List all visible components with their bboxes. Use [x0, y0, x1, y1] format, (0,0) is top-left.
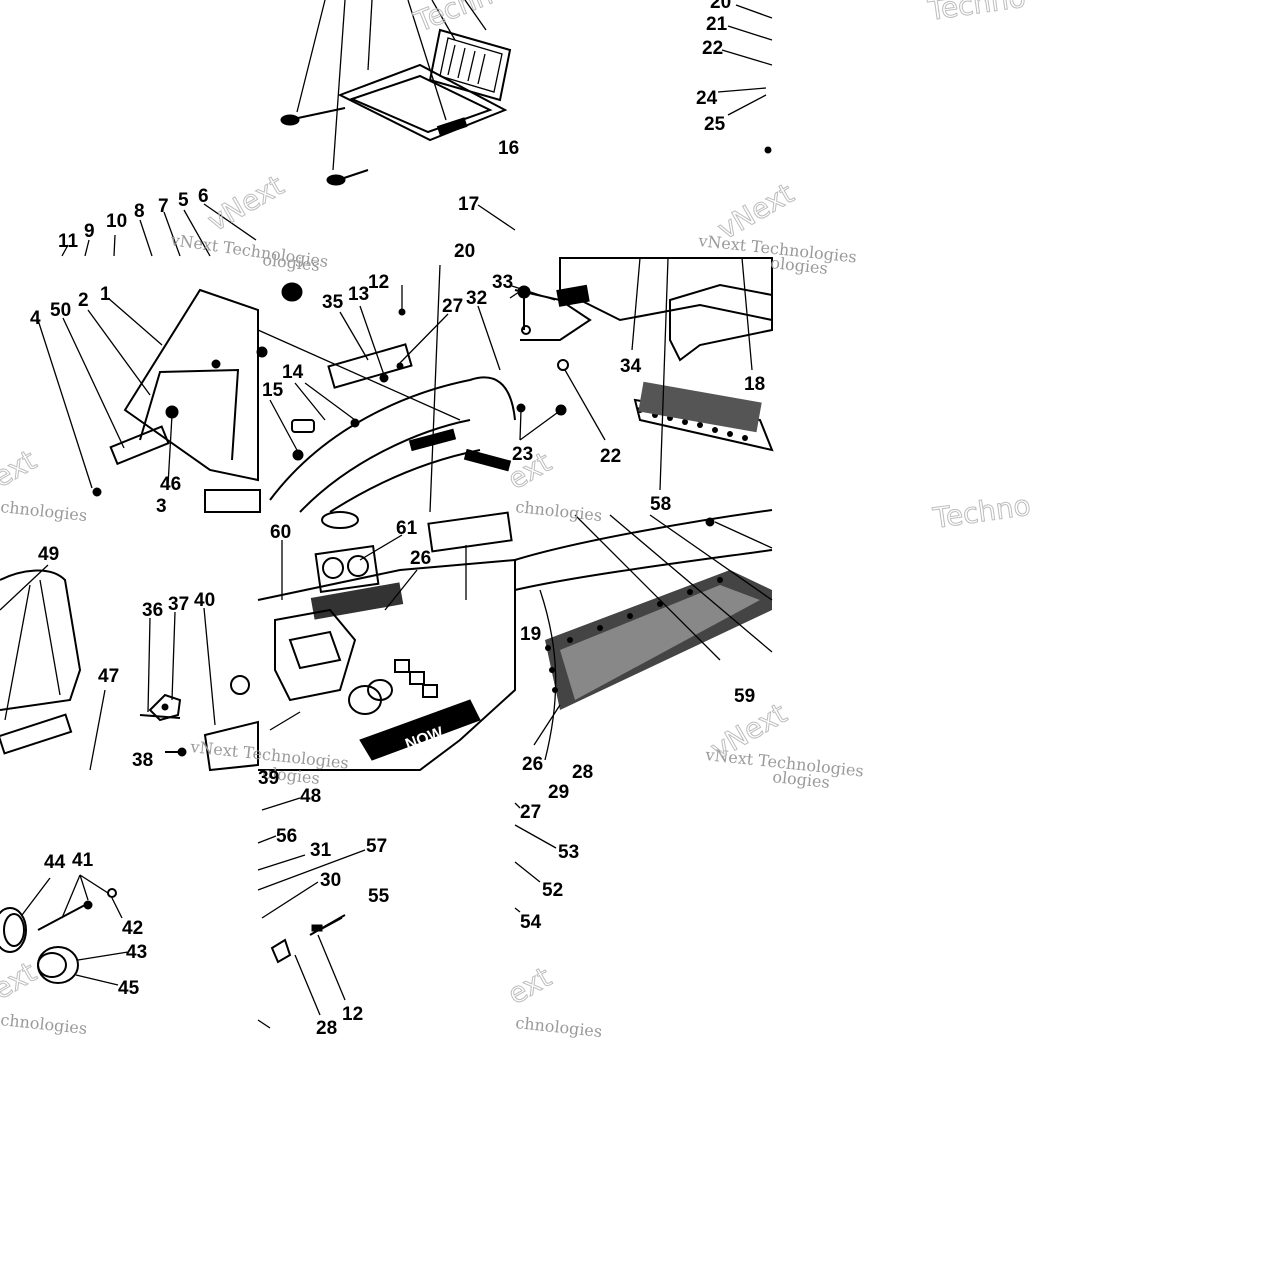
label-36: 36	[142, 600, 163, 621]
label-60: 60	[270, 522, 291, 543]
label-24: 24	[696, 88, 718, 109]
label-22: 22	[702, 38, 723, 59]
right-top-leaders	[717, 4, 773, 154]
label-20-b: 20	[454, 241, 475, 262]
label-20: 20	[710, 0, 731, 13]
label-41: 41	[72, 850, 94, 871]
label-56: 56	[276, 826, 297, 847]
label-39: 39	[258, 768, 279, 789]
svg-text:Techno: Techno	[930, 489, 1032, 535]
label-46: 46	[160, 474, 181, 495]
label-43: 43	[126, 942, 147, 963]
label-15: 15	[262, 380, 284, 401]
label-22-b: 22	[600, 446, 621, 467]
svg-text:chnologies: chnologies	[515, 497, 604, 525]
label-55: 55	[368, 886, 390, 907]
label-9: 9	[84, 221, 95, 242]
label-28-b: 28	[316, 1018, 337, 1039]
label-18: 18	[744, 374, 765, 395]
console-and-gauges: NOW	[257, 511, 516, 771]
label-32: 32	[466, 288, 487, 309]
label-61: 61	[396, 518, 418, 539]
label-29: 29	[548, 782, 569, 803]
label-7: 7	[158, 196, 169, 217]
label-40: 40	[194, 590, 215, 611]
label-26: 26	[410, 548, 431, 569]
label-47: 47	[98, 666, 119, 687]
label-38: 38	[132, 750, 153, 771]
headlight-assembly	[280, 0, 516, 231]
latch-parts	[257, 797, 366, 1029]
label-27: 27	[442, 296, 463, 317]
label-12-b: 12	[342, 1004, 363, 1025]
label-30: 30	[320, 870, 341, 891]
label-16: 16	[498, 138, 519, 159]
svg-text:vNext: vNext	[712, 177, 799, 246]
label-3: 3	[156, 496, 167, 517]
label-48: 48	[300, 786, 321, 807]
label-54: 54	[520, 912, 542, 933]
label-57: 57	[366, 836, 387, 857]
label-12: 12	[368, 272, 389, 293]
part-labels: 16 17 20 21 22 24 25 11 9 10 8 7 5 6 4 5…	[30, 0, 765, 1039]
label-44: 44	[44, 852, 66, 873]
label-13: 13	[348, 284, 369, 305]
label-25: 25	[704, 114, 726, 135]
hood-center	[257, 264, 516, 513]
label-37: 37	[168, 594, 189, 615]
label-45: 45	[118, 978, 140, 999]
label-35: 35	[322, 292, 344, 313]
label-14: 14	[282, 362, 304, 383]
windshield	[0, 564, 259, 772]
svg-text:Techno: Techno	[409, 0, 513, 39]
label-53: 53	[558, 842, 579, 863]
label-59: 59	[734, 686, 755, 707]
svg-text:ext: ext	[502, 960, 557, 1011]
label-52: 52	[542, 880, 563, 901]
label-6: 6	[198, 186, 209, 207]
svg-text:chnologies: chnologies	[0, 497, 88, 525]
label-1: 1	[100, 284, 111, 305]
label-19: 19	[520, 624, 541, 645]
label-26-b: 26	[522, 754, 543, 775]
label-21: 21	[706, 14, 728, 35]
label-33: 33	[492, 272, 513, 293]
label-23: 23	[512, 444, 533, 465]
label-28: 28	[572, 762, 593, 783]
svg-text:chnologies: chnologies	[0, 1010, 88, 1038]
svg-text:ext: ext	[0, 955, 42, 1006]
label-17: 17	[458, 194, 479, 215]
label-2: 2	[78, 290, 89, 311]
label-5: 5	[178, 190, 189, 211]
label-27-b: 27	[520, 802, 541, 823]
right-bottom-leaders	[514, 802, 557, 913]
label-4: 4	[30, 308, 41, 329]
label-34: 34	[620, 356, 642, 377]
hinge-and-side-panel	[509, 257, 774, 491]
svg-text:ext: ext	[0, 443, 42, 494]
windshield-bracket	[37, 203, 268, 513]
dash-pad	[514, 509, 773, 761]
gauge-assembly	[0, 874, 129, 986]
label-10: 10	[106, 211, 127, 232]
svg-text:Techno: Techno	[925, 0, 1027, 27]
label-8: 8	[134, 201, 145, 222]
label-49: 49	[38, 544, 59, 565]
label-31: 31	[310, 840, 332, 861]
label-58: 58	[650, 494, 671, 515]
svg-text:chnologies: chnologies	[515, 1013, 604, 1041]
label-42: 42	[122, 918, 143, 939]
label-50: 50	[50, 300, 71, 321]
label-11: 11	[58, 231, 79, 252]
svg-text:vNext: vNext	[202, 169, 289, 238]
